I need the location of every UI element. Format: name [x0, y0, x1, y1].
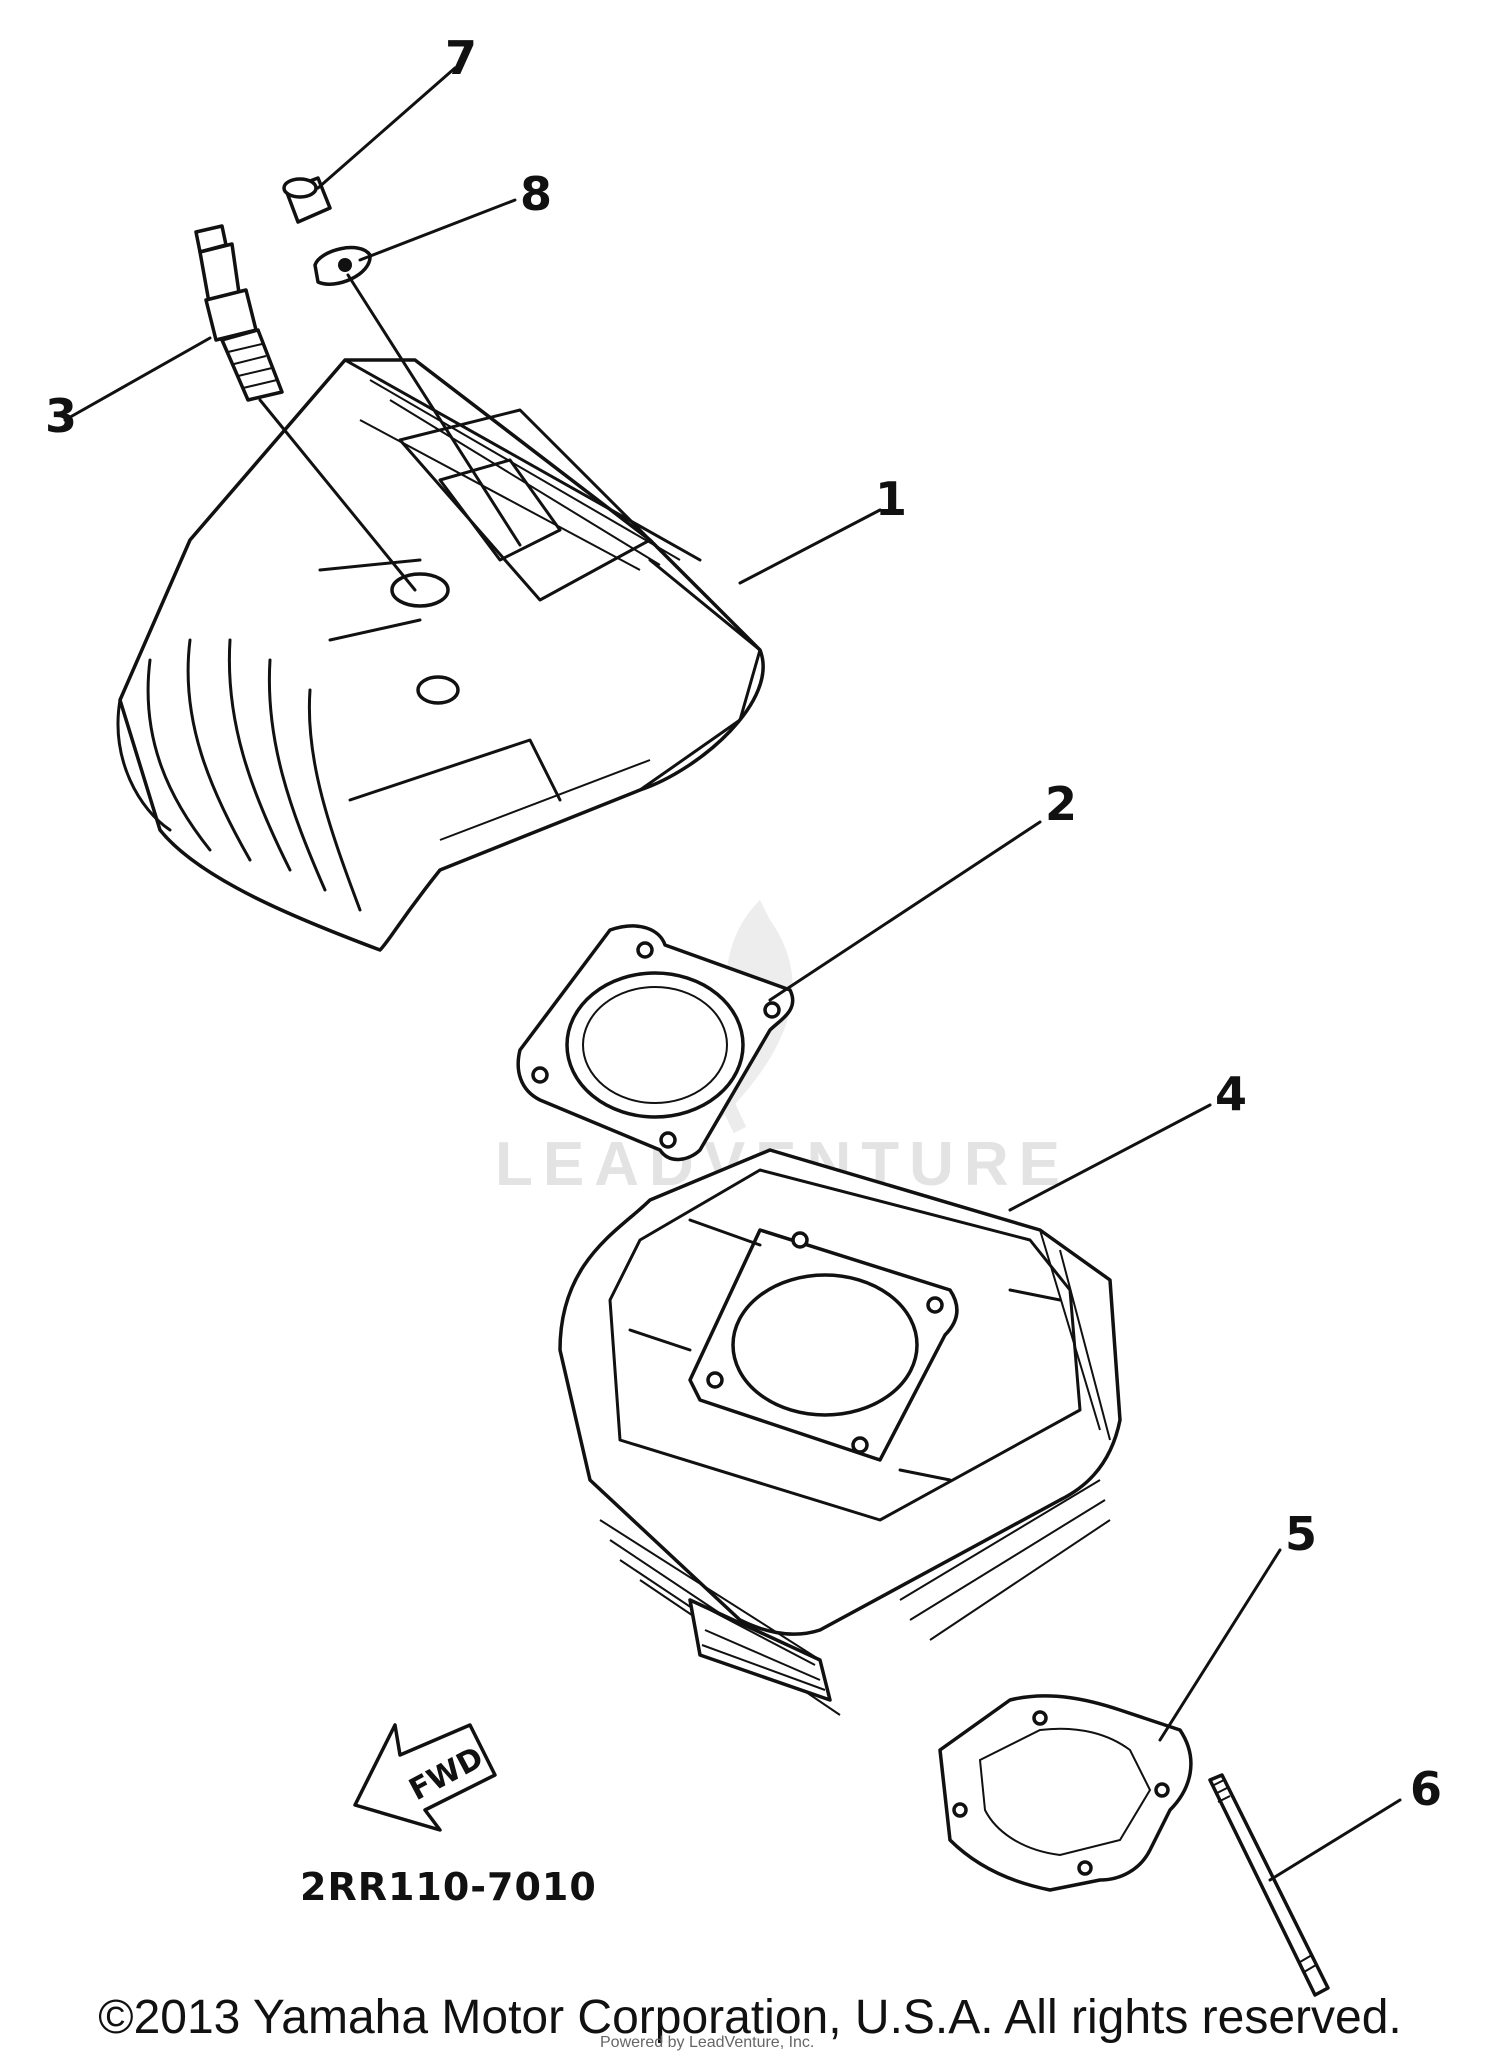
part-3-spark-plug[interactable]	[194, 224, 284, 402]
diagram-code: 2RR110-7010	[300, 1865, 597, 1909]
callout-1: 1	[875, 472, 907, 526]
callout-3: 3	[45, 389, 77, 443]
leader-lines	[63, 66, 1402, 1882]
copyright-notice: ©2013 Yamaha Motor Corporation, U.S.A. A…	[98, 1991, 1402, 2044]
callout-2: 2	[1045, 777, 1077, 831]
part-4-cylinder[interactable]	[558, 1148, 1122, 1716]
callouts: 7 8 3 1 2 4 5 6	[45, 31, 1442, 1816]
callout-7: 7	[445, 31, 477, 85]
callout-6: 6	[1410, 1762, 1442, 1816]
part-6-stud-bolt[interactable]	[1208, 1773, 1330, 1997]
sub-credit: Powered by LeadVenture, Inc.	[600, 2034, 815, 2051]
part-1-cylinder-head[interactable]	[116, 358, 765, 952]
callout-5: 5	[1285, 1507, 1317, 1561]
callout-8: 8	[520, 167, 552, 221]
callout-4: 4	[1215, 1067, 1247, 1121]
part-5-base-gasket[interactable]	[938, 1694, 1193, 1892]
part-2-head-gasket[interactable]	[516, 924, 795, 1162]
part-8-washer[interactable]	[313, 245, 372, 286]
fwd-arrow: FWD	[353, 1723, 497, 1832]
